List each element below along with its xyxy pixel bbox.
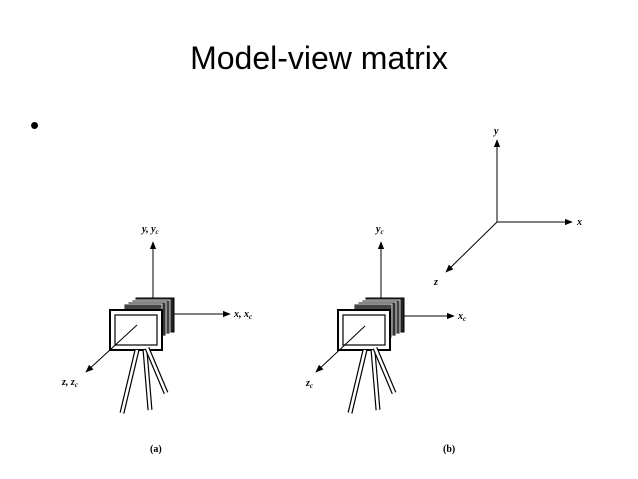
panel-a: y, yc x, xc z, zc (a) [61, 224, 252, 455]
camera-a [109, 297, 175, 414]
world-frame: y x z [433, 126, 582, 288]
slide-title: Model-view matrix [190, 40, 448, 76]
axis-b-zc [315, 325, 366, 373]
panel-b: yc xc zc y x z (b) [305, 126, 582, 455]
label-world-x: x [576, 217, 582, 228]
label-a-y: y, yc [141, 224, 159, 236]
label-a-x: x, xc [233, 309, 252, 321]
label-b-xc: xc [457, 311, 466, 323]
tripod-a [119, 347, 169, 414]
label-world-y: y [493, 126, 499, 137]
label-b-yc: yc [375, 224, 384, 236]
label-a-z: z, zc [61, 377, 78, 389]
caption-a: (a) [150, 444, 162, 455]
label-b-zc: zc [305, 378, 313, 390]
axis-world-z [445, 221, 498, 273]
bullet-point: • [30, 110, 40, 140]
caption-b: (b) [443, 444, 455, 455]
tripod-b [347, 347, 397, 414]
camera-b [337, 297, 405, 414]
axis-a-z [85, 324, 138, 373]
label-world-z: z [433, 277, 438, 288]
